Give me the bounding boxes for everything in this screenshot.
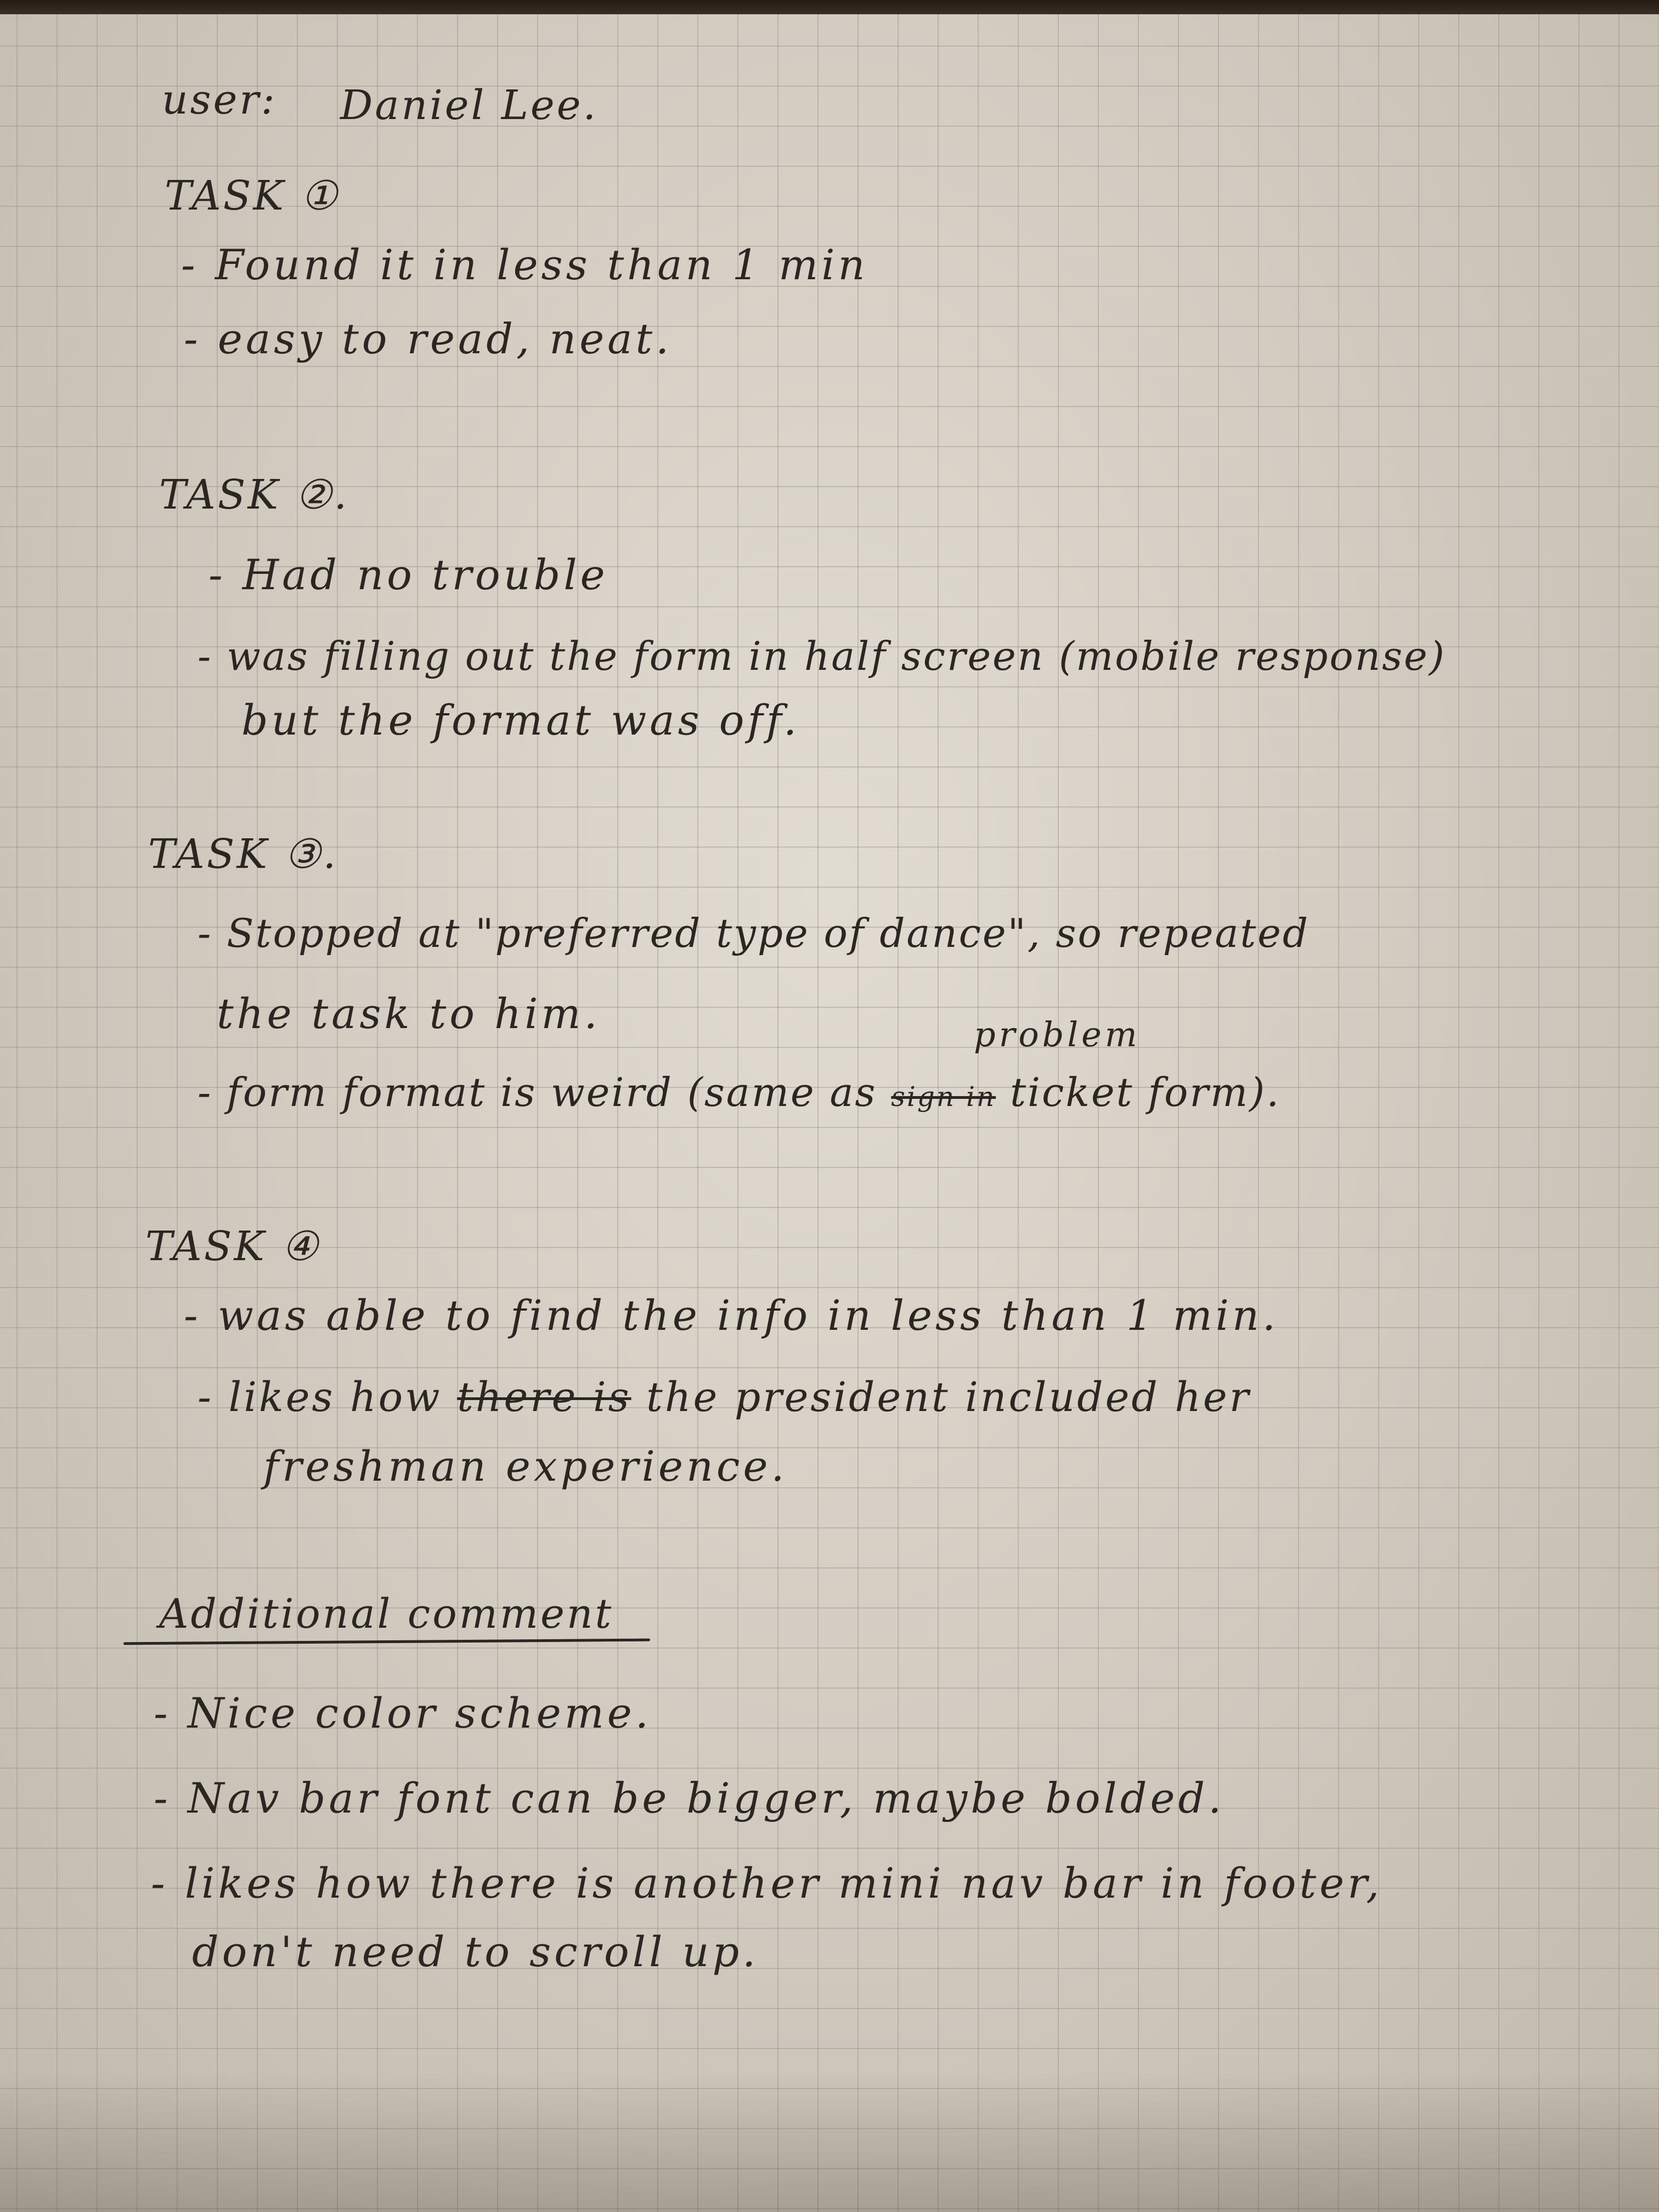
task4-heading: TASK ④ — [145, 1223, 320, 1270]
user-label: user: — [162, 76, 277, 123]
task4-line-2-end: the president included her — [646, 1374, 1251, 1421]
task3-form-line-struck: sign in — [891, 1081, 996, 1113]
task4-line-2-struck: there is — [457, 1374, 631, 1421]
additional-line-1: - Nice color scheme. — [154, 1689, 652, 1737]
task1-line-1: - Found it in less than 1 min — [181, 240, 868, 289]
task1-line-2: - easy to read, neat. — [184, 314, 673, 363]
additional-line-4: don't need to scroll up. — [192, 1927, 759, 1976]
task2-heading: TASK ②. — [159, 471, 349, 518]
task3-form-line: - form format is weird (same as sign in … — [198, 1073, 1280, 1112]
additional-line-2: - Nav bar font can be bigger, maybe bold… — [154, 1774, 1225, 1822]
task4-line-2: - likes how there is the president inclu… — [198, 1377, 1251, 1418]
task3-form-line-start: - form format is weird (same as — [198, 1069, 877, 1115]
user-name: Daniel Lee. — [340, 82, 599, 129]
table-edge — [0, 0, 1659, 14]
task2-line-3: but the format was off. — [241, 696, 800, 744]
heading-underline — [123, 1638, 651, 1645]
task3-insertion: problem — [974, 1014, 1141, 1054]
page-shadow — [0, 2069, 1659, 2212]
task4-line-3: freshman experience. — [263, 1442, 788, 1491]
task3-line-1: - Stopped at "preferred type of dance", … — [198, 910, 1310, 956]
task4-line-1: - was able to find the info in less than… — [184, 1291, 1279, 1340]
task3-form-line-end: ticket form). — [1010, 1069, 1281, 1115]
task2-line-1: - Had no trouble — [208, 550, 608, 599]
task4-line-2-start: - likes how — [198, 1374, 442, 1421]
task1-heading: TASK ① — [165, 172, 340, 219]
additional-heading: Additional comment — [159, 1590, 614, 1638]
additional-line-3: - likes how there is another mini nav ba… — [151, 1859, 1383, 1908]
task2-line-2: - was filling out the form in half scree… — [198, 633, 1446, 679]
task3-heading: TASK ③. — [148, 831, 338, 878]
task3-line-2: the task to him. — [217, 989, 601, 1038]
